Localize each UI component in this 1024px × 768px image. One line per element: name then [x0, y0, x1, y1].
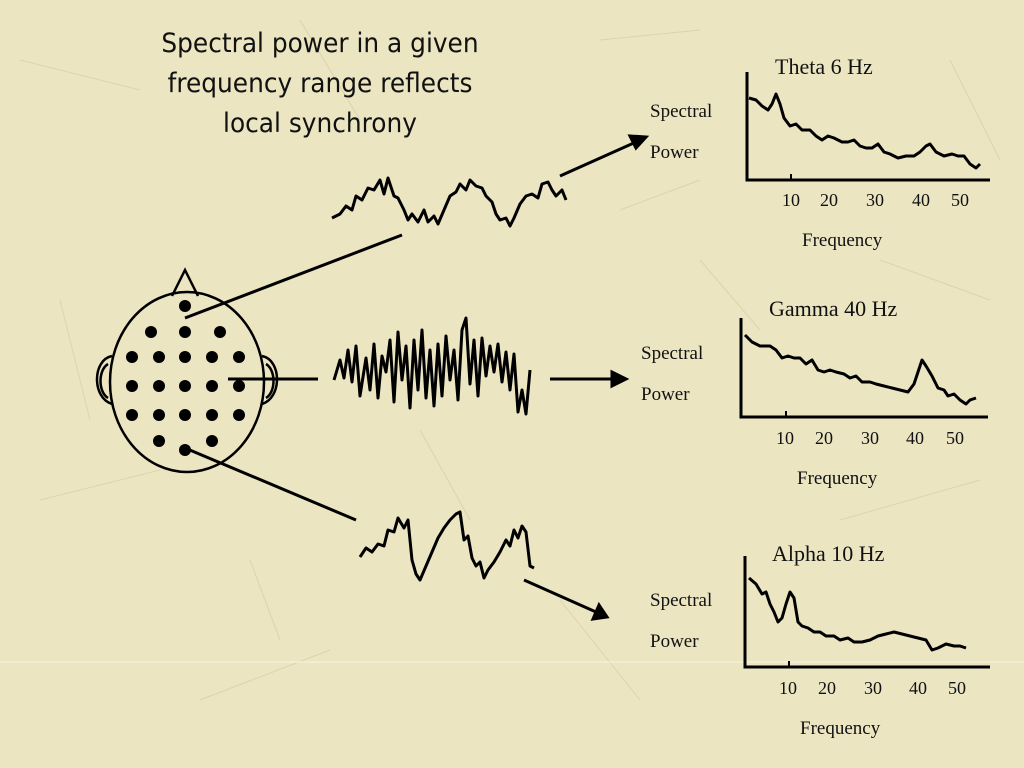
electrode-dot [206, 351, 218, 363]
gamma-tick-30: 30 [861, 428, 879, 448]
alpha-spectrum-curve [748, 576, 967, 652]
theta-ylabel-bottom: Power [650, 142, 699, 163]
gamma-tick-40: 40 [906, 428, 924, 448]
electrode-dot [179, 444, 191, 456]
electrode-dot [145, 326, 157, 338]
theta-tick-50: 50 [951, 190, 969, 210]
head-diagram [95, 267, 279, 474]
theta-xlabel: Frequency [802, 230, 883, 251]
electrode-dot [206, 435, 218, 447]
theta-ylabel-top: Spectral [650, 101, 713, 122]
electrode-dot [153, 435, 165, 447]
theta-tick-40: 40 [912, 190, 930, 210]
alpha-tick-50: 50 [948, 678, 966, 698]
electrode-dot [153, 380, 165, 392]
gamma-plot-axes [739, 318, 988, 419]
alpha-ylabel-top: Spectral [650, 590, 713, 611]
alpha-tick-40: 40 [909, 678, 927, 698]
title-line-1: Spectral power in a given [161, 28, 479, 59]
title-line-3: local synchrony [223, 108, 417, 139]
alpha-xlabel: Frequency [800, 718, 881, 739]
theta-panel-title: Theta 6 Hz [775, 54, 873, 79]
theta-tick-10: 10 [782, 190, 800, 210]
gamma-xlabel: Frequency [797, 468, 878, 489]
electrode-dot [233, 351, 245, 363]
electrode-dot [126, 409, 138, 421]
alpha-tick-10: 10 [779, 678, 797, 698]
arrow-to-alpha [523, 578, 597, 614]
electrode-dot [214, 326, 226, 338]
electrode-dot [126, 351, 138, 363]
connector-line-top [184, 233, 403, 320]
electrode-dot [126, 380, 138, 392]
gamma-tick-20: 20 [815, 428, 833, 448]
electrode-dot [179, 326, 191, 338]
gamma-spectrum-curve [743, 333, 977, 406]
connector-line-bottom [184, 446, 357, 522]
electrode-dot [179, 351, 191, 363]
electrode-dot [206, 380, 218, 392]
electrode-dot [233, 409, 245, 421]
head-outline [108, 290, 266, 474]
electrode-dot [179, 380, 191, 392]
theta-spectrum-curve [748, 92, 982, 170]
gamma-ylabel-top: Spectral [641, 343, 704, 364]
electrode-dot [179, 409, 191, 421]
slide-title: Spectral power in a given frequency rang… [127, 24, 513, 144]
electrode-dot [153, 351, 165, 363]
electrode-dot [206, 409, 218, 421]
electrode-array [126, 300, 245, 456]
eeg-trace-theta [331, 176, 568, 228]
arrow-to-theta [559, 140, 637, 178]
gamma-ylabel-bottom: Power [641, 384, 690, 405]
electrode-dot [179, 300, 191, 312]
alpha-panel-title: Alpha 10 Hz [772, 541, 885, 566]
eeg-trace-gamma [332, 316, 532, 416]
gamma-tick-50: 50 [946, 428, 964, 448]
gamma-panel-title: Gamma 40 Hz [769, 296, 898, 321]
alpha-tick-20: 20 [818, 678, 836, 698]
eeg-trace-alpha [358, 510, 535, 582]
alpha-tick-30: 30 [864, 678, 882, 698]
head-left-ear [95, 354, 113, 406]
theta-tick-30: 30 [866, 190, 884, 210]
theta-tick-20: 20 [820, 190, 838, 210]
theta-plot-axes [745, 72, 990, 182]
alpha-ylabel-bottom: Power [650, 631, 699, 652]
title-line-2: frequency range reflects [167, 68, 473, 99]
electrode-dot [233, 380, 245, 392]
alpha-plot-axes [743, 556, 990, 669]
electrode-dot [153, 409, 165, 421]
head-nose [170, 267, 200, 297]
gamma-tick-10: 10 [776, 428, 794, 448]
